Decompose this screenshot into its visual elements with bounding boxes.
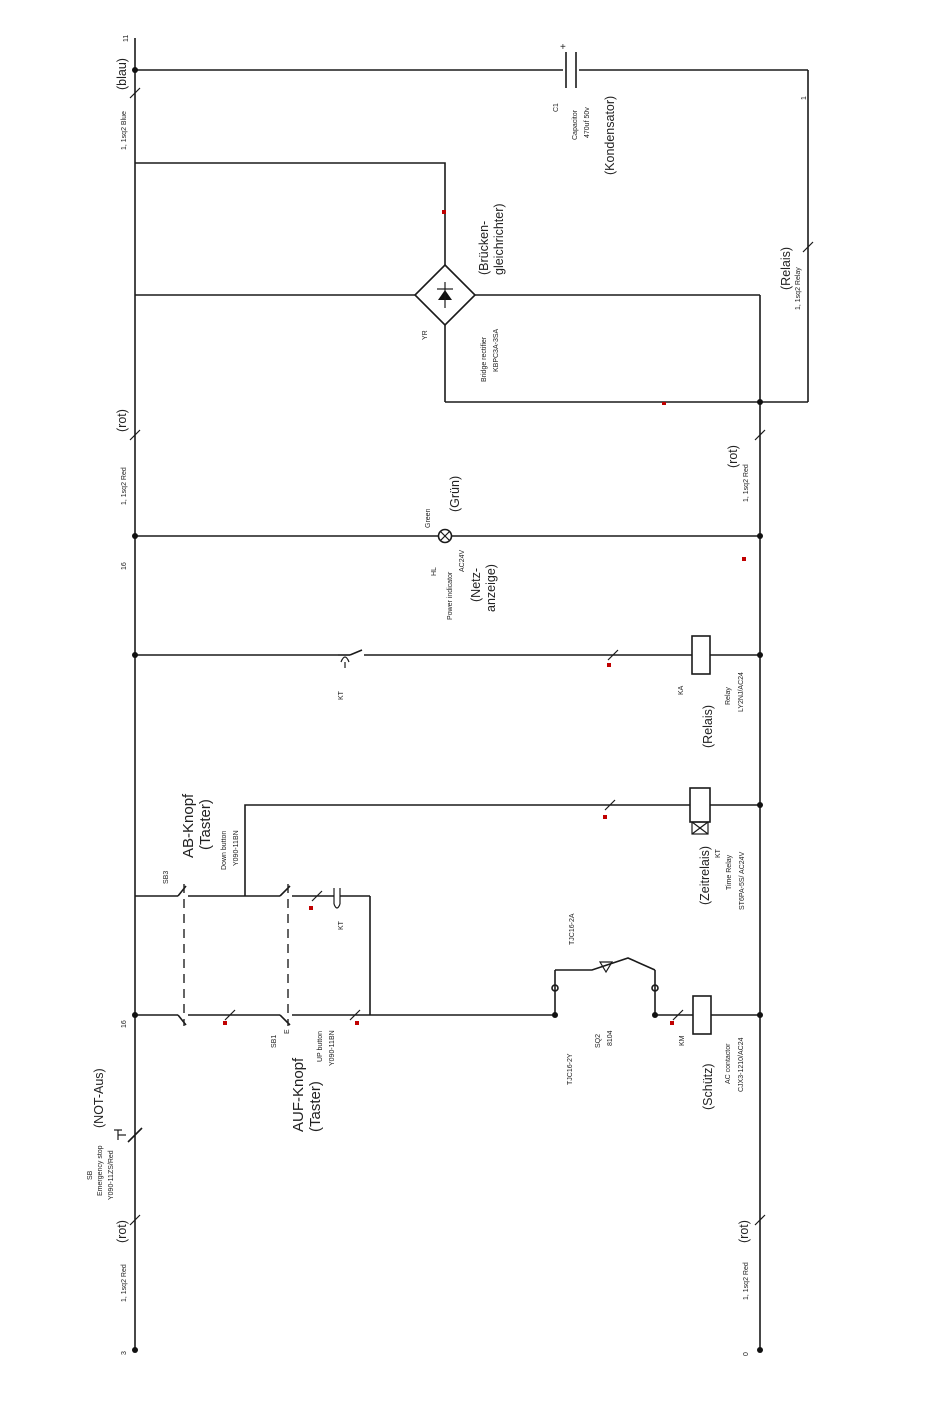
wire-label: 1, 1sq2 Blue [121, 111, 128, 150]
wire-label-de: (rot) [115, 409, 129, 432]
node-dot [132, 1012, 138, 1018]
node-dot [757, 399, 763, 405]
sq2-limit-switch [551, 957, 659, 1015]
component-label-de: AB-Knopf [180, 793, 197, 858]
node-label: 16 [121, 562, 128, 570]
node-label: 3 [121, 1351, 128, 1355]
component-tag: HL [431, 567, 438, 576]
component-name: Bridge rectifier [481, 336, 488, 382]
node-dot [132, 533, 138, 539]
component-tag: KA [678, 685, 685, 695]
emergency-stop-sb [114, 1127, 143, 1143]
node-label: 16 [121, 1020, 128, 1028]
component-part: ST6PA-5S/ AC24V [739, 851, 746, 910]
component-part: 8104 [607, 1030, 614, 1046]
node-dot [757, 1347, 763, 1353]
component-tag: SB1 [271, 1035, 278, 1048]
wire-slash-marks [129, 87, 814, 1226]
component-rating: 470uf 50v [584, 107, 591, 138]
component-tag: C1 [553, 103, 560, 112]
sb3-nc-contact [177, 885, 187, 897]
node-dot [757, 533, 763, 539]
node-dot [652, 1012, 658, 1018]
switch-part: TJC16-2Y [567, 1053, 574, 1085]
component-tag: KT [338, 690, 345, 700]
component-tag: SQ2 [595, 1034, 602, 1048]
indicator-color-de: (Grün) [448, 476, 462, 512]
component-label-de: (Taster) [307, 1081, 324, 1132]
red-wire-markers [223, 210, 746, 1025]
bridge-rectifier-yr [413, 263, 477, 327]
component-label-de: (Schütz) [701, 1063, 715, 1110]
wire-label: 1, 1sq2 Red [121, 1264, 128, 1302]
component-name: Capacitor [572, 109, 579, 140]
node-dot [132, 67, 138, 73]
component-tag: SB3 [163, 871, 170, 884]
component-part: Y090-11BN [329, 1030, 336, 1066]
kt-contact-2 [333, 888, 341, 909]
wire-label-de: (rot) [115, 1220, 129, 1243]
component-part: CJX3-1210/AC24 [738, 1037, 745, 1092]
wire-label: 1, 1sq2 Red [743, 1262, 750, 1300]
kt-time-relay-coil [689, 787, 711, 835]
kt-delay-contact [338, 649, 363, 668]
component-part: Y090-11BN [233, 830, 240, 866]
component-name: UP button [317, 1031, 324, 1062]
wire-label: 1, 1sq2 Red [743, 464, 750, 502]
component-label-de: (Taster) [197, 799, 214, 850]
node-dot [552, 1012, 558, 1018]
capacitor-c1: + [560, 42, 577, 88]
component-name: Down button [221, 831, 228, 870]
wire-label-de: (rot) [726, 445, 740, 468]
wire-label: 1, 1sq2 Red [121, 467, 128, 505]
component-rating: AC24V [459, 549, 466, 572]
component-tag: SB [87, 1170, 94, 1180]
component-part: KBPC3A-3SA [493, 328, 500, 372]
component-tag: KT [338, 920, 345, 930]
wire-label-de: (blau) [115, 58, 129, 90]
component-label-de: (NOT-Aus) [92, 1068, 106, 1128]
node-dot [757, 802, 763, 808]
ka-relay-coil [691, 635, 711, 675]
component-tag: KM [679, 1035, 686, 1046]
component-tag: E [284, 1029, 291, 1034]
node-dot [757, 652, 763, 658]
component-part: Y090-11ZS/Red [108, 1150, 115, 1200]
node-label: 0 [743, 1352, 750, 1356]
component-name: AC contactor [725, 1043, 732, 1084]
indicator-color: Green [425, 508, 432, 528]
wire-label: 1, 1sq2 Relay [795, 267, 802, 310]
rectifier-feed-wire [135, 162, 446, 265]
sb3-no-contact [177, 1014, 187, 1026]
switch-part: TJC16-2A [569, 913, 576, 945]
component-tag: KT [715, 848, 722, 858]
component-name: Power indicator [447, 571, 454, 620]
component-part: LY2NJ/AC24 [738, 672, 745, 712]
component-label-de: (Relais) [701, 705, 715, 748]
component-label-de: (Kondensator) [603, 96, 617, 175]
component-name: Emergency stop [97, 1145, 104, 1196]
node-dot [132, 1347, 138, 1353]
component-name: Relay [725, 687, 732, 705]
component-label-de: (Netz- [469, 568, 483, 602]
component-label-de: (Zeitrelais) [698, 846, 712, 905]
km-contactor-coil [692, 995, 712, 1035]
kt-rung-wire [244, 804, 690, 896]
component-label-de: (Brücken- [477, 221, 491, 275]
component-label-de: AUF-Knopf [290, 1057, 307, 1132]
power-indicator-lamp [437, 528, 453, 544]
component-name: Time Relay [726, 854, 733, 890]
component-label-de: anzeige) [484, 564, 498, 612]
wire-label-de: (Relais) [779, 247, 793, 290]
component-tag: YR [422, 330, 429, 340]
svg-text:+: + [560, 42, 566, 53]
wire-label-de: (rot) [737, 1220, 751, 1243]
node-label: 1 [801, 96, 808, 100]
node-label: 11 [123, 35, 130, 42]
node-dot [757, 1012, 763, 1018]
node-dot [132, 652, 138, 658]
component-label-de: gleichrichter) [492, 203, 506, 275]
